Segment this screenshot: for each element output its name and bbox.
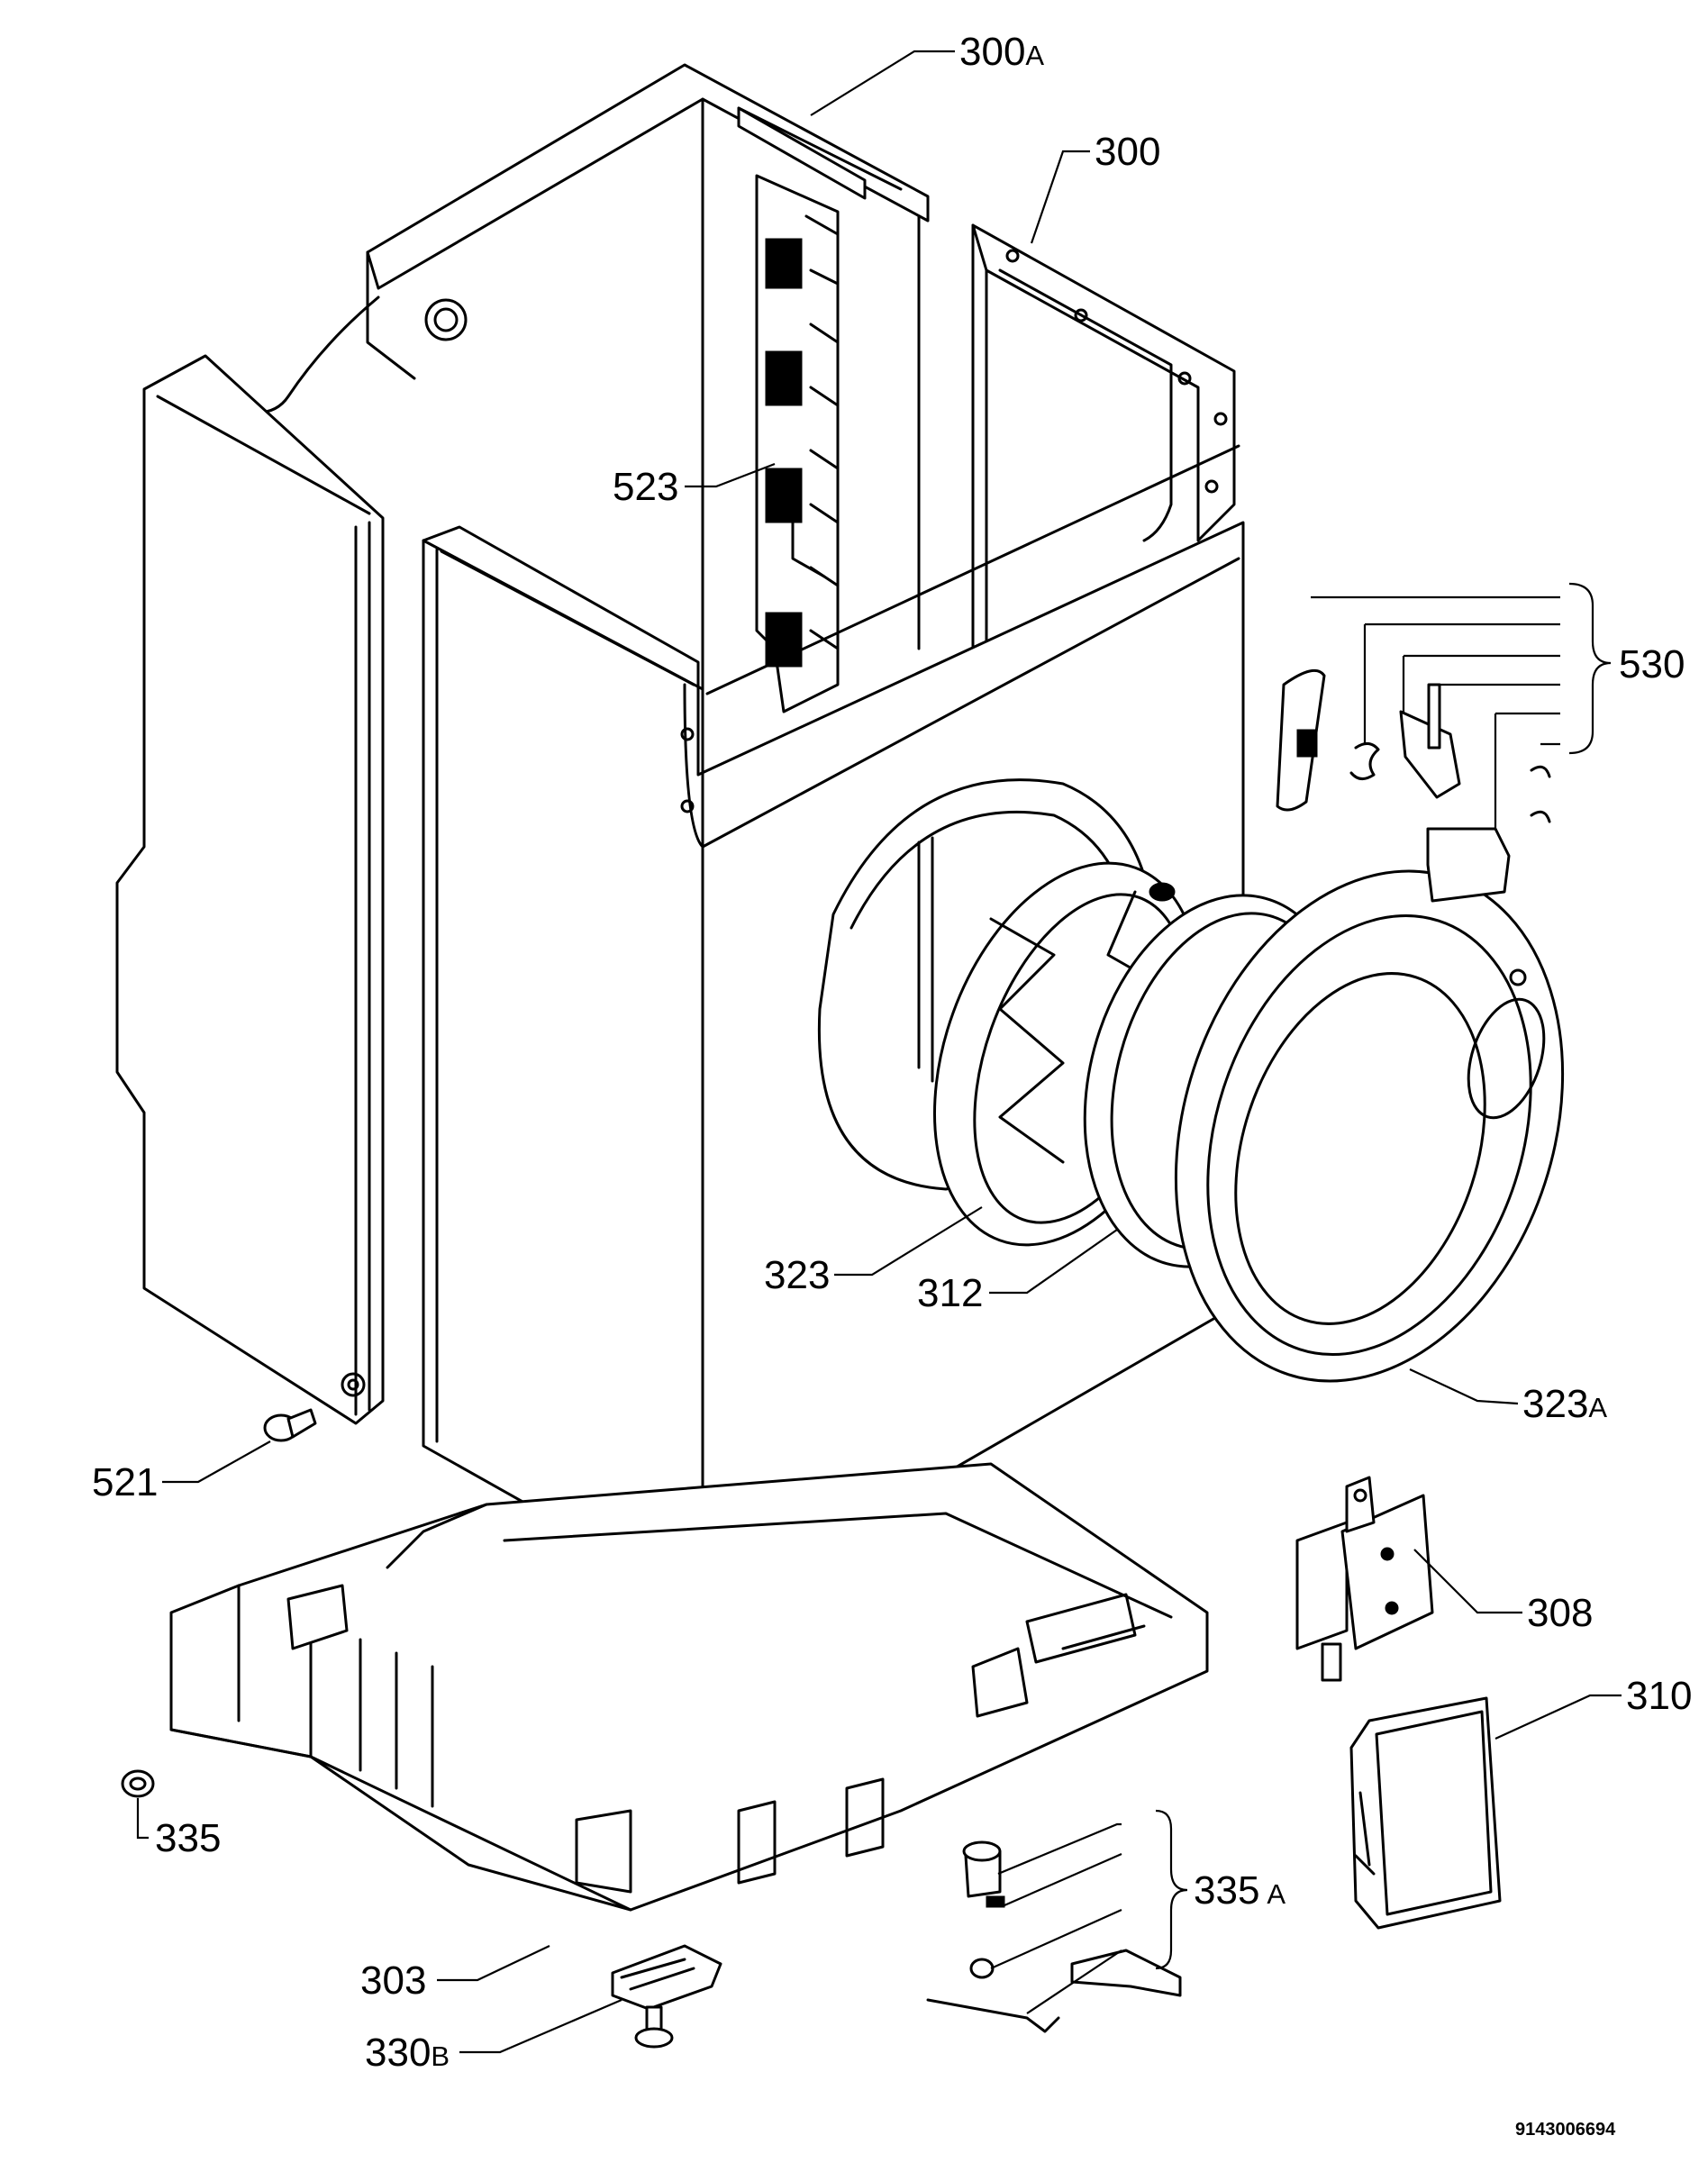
leader-335a-2 — [1004, 1852, 1122, 1907]
leader-530-2 — [1363, 622, 1560, 744]
drawing-code: 9143006694 — [1515, 2120, 1616, 2140]
door-lock-kit-530 — [1276, 668, 1551, 903]
leader-300a — [810, 50, 955, 116]
label-330b: 330B — [365, 2031, 450, 2075]
foot-330b — [611, 1944, 722, 2049]
label-323a: 323A — [1522, 1382, 1607, 1426]
label-300: 300 — [1095, 130, 1160, 174]
nut-335 — [121, 1769, 155, 1798]
label-530: 530 — [1619, 642, 1685, 686]
label-312: 312 — [917, 1271, 983, 1315]
leader-335a-4 — [1026, 1949, 1122, 2014]
label-308: 308 — [1527, 1591, 1593, 1635]
left-side-panel — [115, 354, 385, 1425]
leader-530-3 — [1402, 654, 1560, 713]
leader-330b — [459, 1998, 622, 2054]
leader-303 — [437, 1945, 550, 1982]
support-bracket-523 — [755, 174, 840, 713]
label-300a: 300A — [959, 30, 1044, 74]
leader-521 — [162, 1440, 271, 1484]
label-310: 310 — [1626, 1674, 1692, 1718]
leader-530-5 — [1494, 712, 1560, 829]
service-flap-310 — [1349, 1696, 1502, 1930]
leader-335a-1 — [997, 1822, 1122, 1876]
leader-308 — [1413, 1549, 1522, 1614]
leader-310 — [1494, 1694, 1622, 1740]
part-labels: 300A 300 523 530 323 312 323A 521 308 31… — [92, 30, 1692, 2075]
leader-323a — [1409, 1368, 1519, 1405]
hinge-308 — [1295, 1476, 1434, 1682]
base-303 — [169, 1462, 1209, 1912]
leader-312 — [989, 1229, 1118, 1295]
leader-lines — [136, 50, 1622, 2054]
label-335: 335 — [155, 1816, 221, 1860]
label-521: 521 — [92, 1460, 158, 1504]
bracket-530 — [1568, 582, 1612, 755]
label-303: 303 — [360, 1958, 426, 2003]
leader-300 — [1030, 150, 1090, 244]
small-parts-kit-335a — [926, 1840, 1182, 2033]
label-523: 523 — [613, 465, 678, 509]
screw-521 — [263, 1408, 317, 1442]
label-323: 323 — [764, 1253, 830, 1297]
leader-523 — [685, 462, 776, 488]
bracket-335a — [1155, 1809, 1188, 1970]
door-frame-323a — [1174, 869, 1565, 1383]
leader-335a-3 — [990, 1908, 1122, 1970]
leader-323 — [834, 1206, 983, 1277]
leader-335 — [136, 1798, 149, 1840]
